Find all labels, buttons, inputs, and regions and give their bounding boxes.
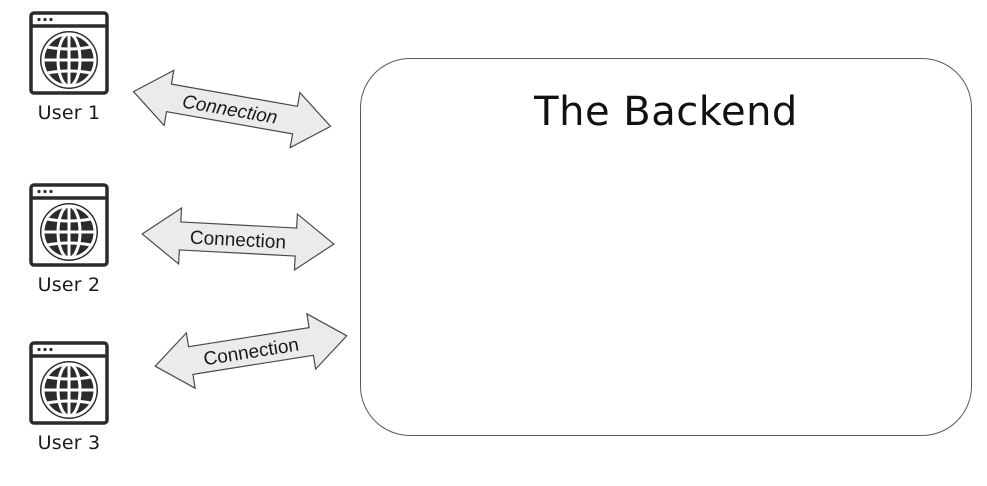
- backend-title: The Backend: [534, 89, 798, 135]
- browser-globe-icon: [29, 341, 109, 425]
- user-label: User 1: [37, 102, 101, 124]
- user-label: User 2: [37, 274, 101, 296]
- user-label: User 3: [37, 432, 101, 454]
- connection-label: Connection: [189, 227, 286, 253]
- browser-globe-icon: [29, 11, 109, 95]
- connection-arrow-1: Connection: [132, 69, 332, 149]
- user-3: User 3: [14, 340, 124, 454]
- connection-arrow-2: Connection: [141, 206, 335, 272]
- backend-box: The Backend: [360, 58, 972, 436]
- user-2: User 2: [14, 182, 124, 296]
- connection-arrow-3: Connection: [154, 312, 348, 390]
- browser-globe-icon: [29, 183, 109, 267]
- user-1: User 1: [14, 10, 124, 124]
